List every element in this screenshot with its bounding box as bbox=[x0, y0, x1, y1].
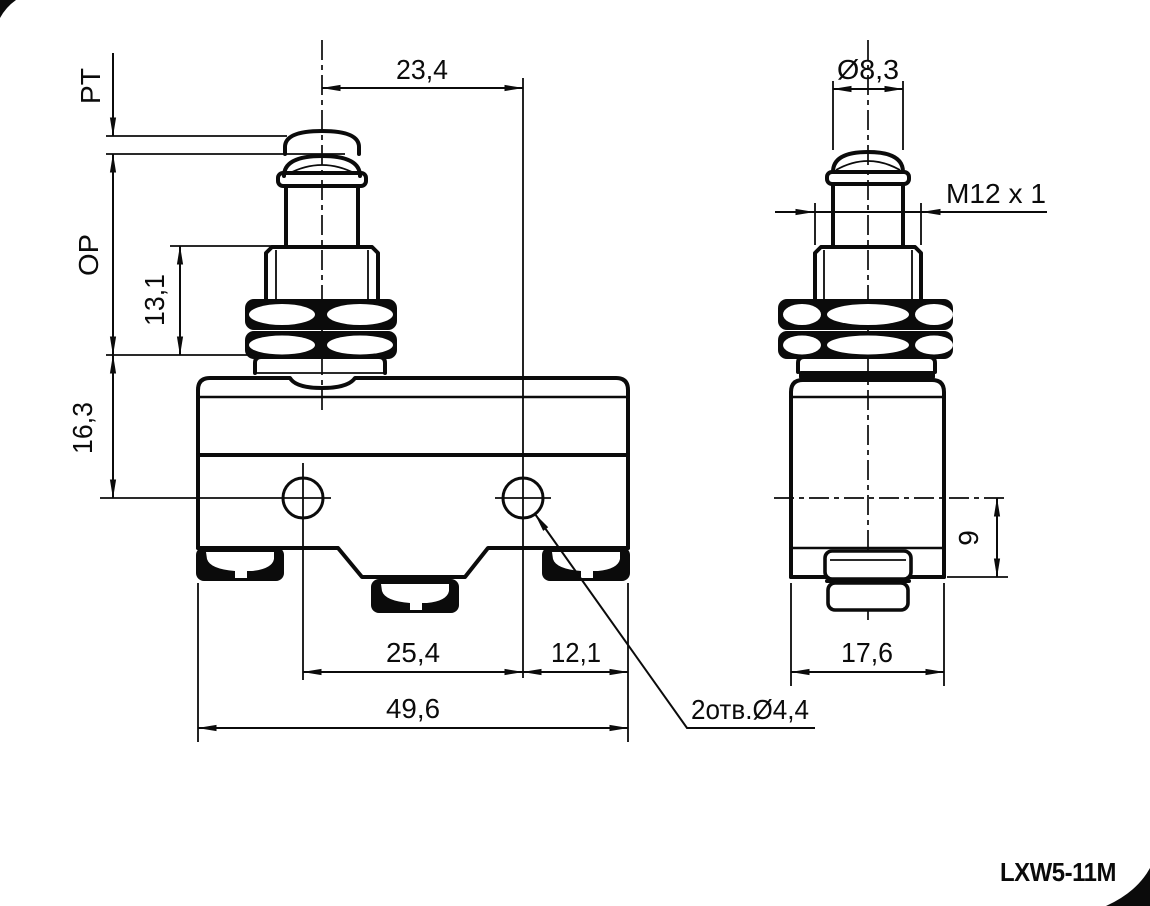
note-mounting-holes: 2отв.Ø4,4 bbox=[691, 694, 809, 725]
plunger-dome-chamfer bbox=[287, 164, 357, 175]
dim-text-overall-width: 49,6 bbox=[386, 693, 440, 724]
plunger-shaft bbox=[284, 184, 360, 249]
corner-artifact-top-left bbox=[0, 0, 16, 18]
side-thread-minor-lines bbox=[823, 250, 913, 300]
side-view: Ø8,3 M12 x 1 9 17,6 bbox=[774, 40, 1047, 686]
side-dimensions: Ø8,3 M12 x 1 9 17,6 bbox=[775, 54, 1047, 686]
dim-text-plunger-to-hole: 23,4 bbox=[396, 54, 448, 85]
mounting-hole-left bbox=[281, 476, 325, 520]
side-thread-bushing bbox=[813, 245, 923, 304]
body-cover bbox=[196, 376, 630, 457]
plunger-dome bbox=[282, 154, 362, 178]
thread-bushing bbox=[264, 245, 380, 304]
model-number-label: LXW5-11M bbox=[1000, 857, 1116, 887]
leader-holes-note bbox=[534, 513, 815, 729]
dim-text-plunger-diameter: Ø8,3 bbox=[837, 54, 899, 85]
hex-nuts bbox=[245, 299, 397, 359]
label-thread: M12 x 1 bbox=[946, 178, 1046, 209]
terminal-left bbox=[196, 547, 284, 581]
label-pretravel: PT bbox=[75, 68, 106, 104]
side-plunger-shaft bbox=[831, 182, 905, 249]
label-operating-position: OP bbox=[73, 234, 104, 276]
side-plunger-dome bbox=[831, 150, 905, 174]
plunger-collar bbox=[276, 171, 368, 188]
mounting-hole-right bbox=[501, 476, 545, 520]
side-dome-chamfer bbox=[835, 160, 901, 171]
body-sides bbox=[196, 453, 630, 550]
side-washer-band bbox=[799, 371, 935, 379]
side-washer bbox=[796, 355, 937, 374]
body-bottom-profile bbox=[196, 546, 630, 579]
washer bbox=[253, 355, 387, 375]
dim-text-hole-to-edge: 12,1 bbox=[551, 637, 601, 668]
front-dimensions: 23,4 PT OP 16,3 13,1 25,4 12,1 49,6 bbox=[67, 53, 815, 742]
dim-text-hole-spacing: 25,4 bbox=[386, 637, 440, 668]
thread-minor-lines bbox=[275, 250, 369, 300]
side-terminal-screw bbox=[823, 549, 913, 612]
side-hex-nuts bbox=[778, 299, 953, 359]
dim-text-axis-to-bottom: 9 bbox=[953, 530, 984, 546]
plunger-free-position-arc bbox=[283, 129, 361, 156]
dim-text-nut-section: 13,1 bbox=[139, 274, 170, 326]
terminal-right bbox=[542, 547, 630, 581]
terminal-center bbox=[371, 579, 459, 613]
corner-artifact-bottom-right bbox=[1106, 868, 1150, 906]
dim-text-overall-depth: 17,6 bbox=[841, 637, 893, 668]
dim-text-top-to-hole-axis: 16,3 bbox=[67, 402, 98, 454]
side-plunger-collar bbox=[825, 170, 911, 186]
front-view: 23,4 PT OP 16,3 13,1 25,4 12,1 49,6 bbox=[67, 40, 815, 742]
side-body-outline bbox=[789, 378, 946, 579]
